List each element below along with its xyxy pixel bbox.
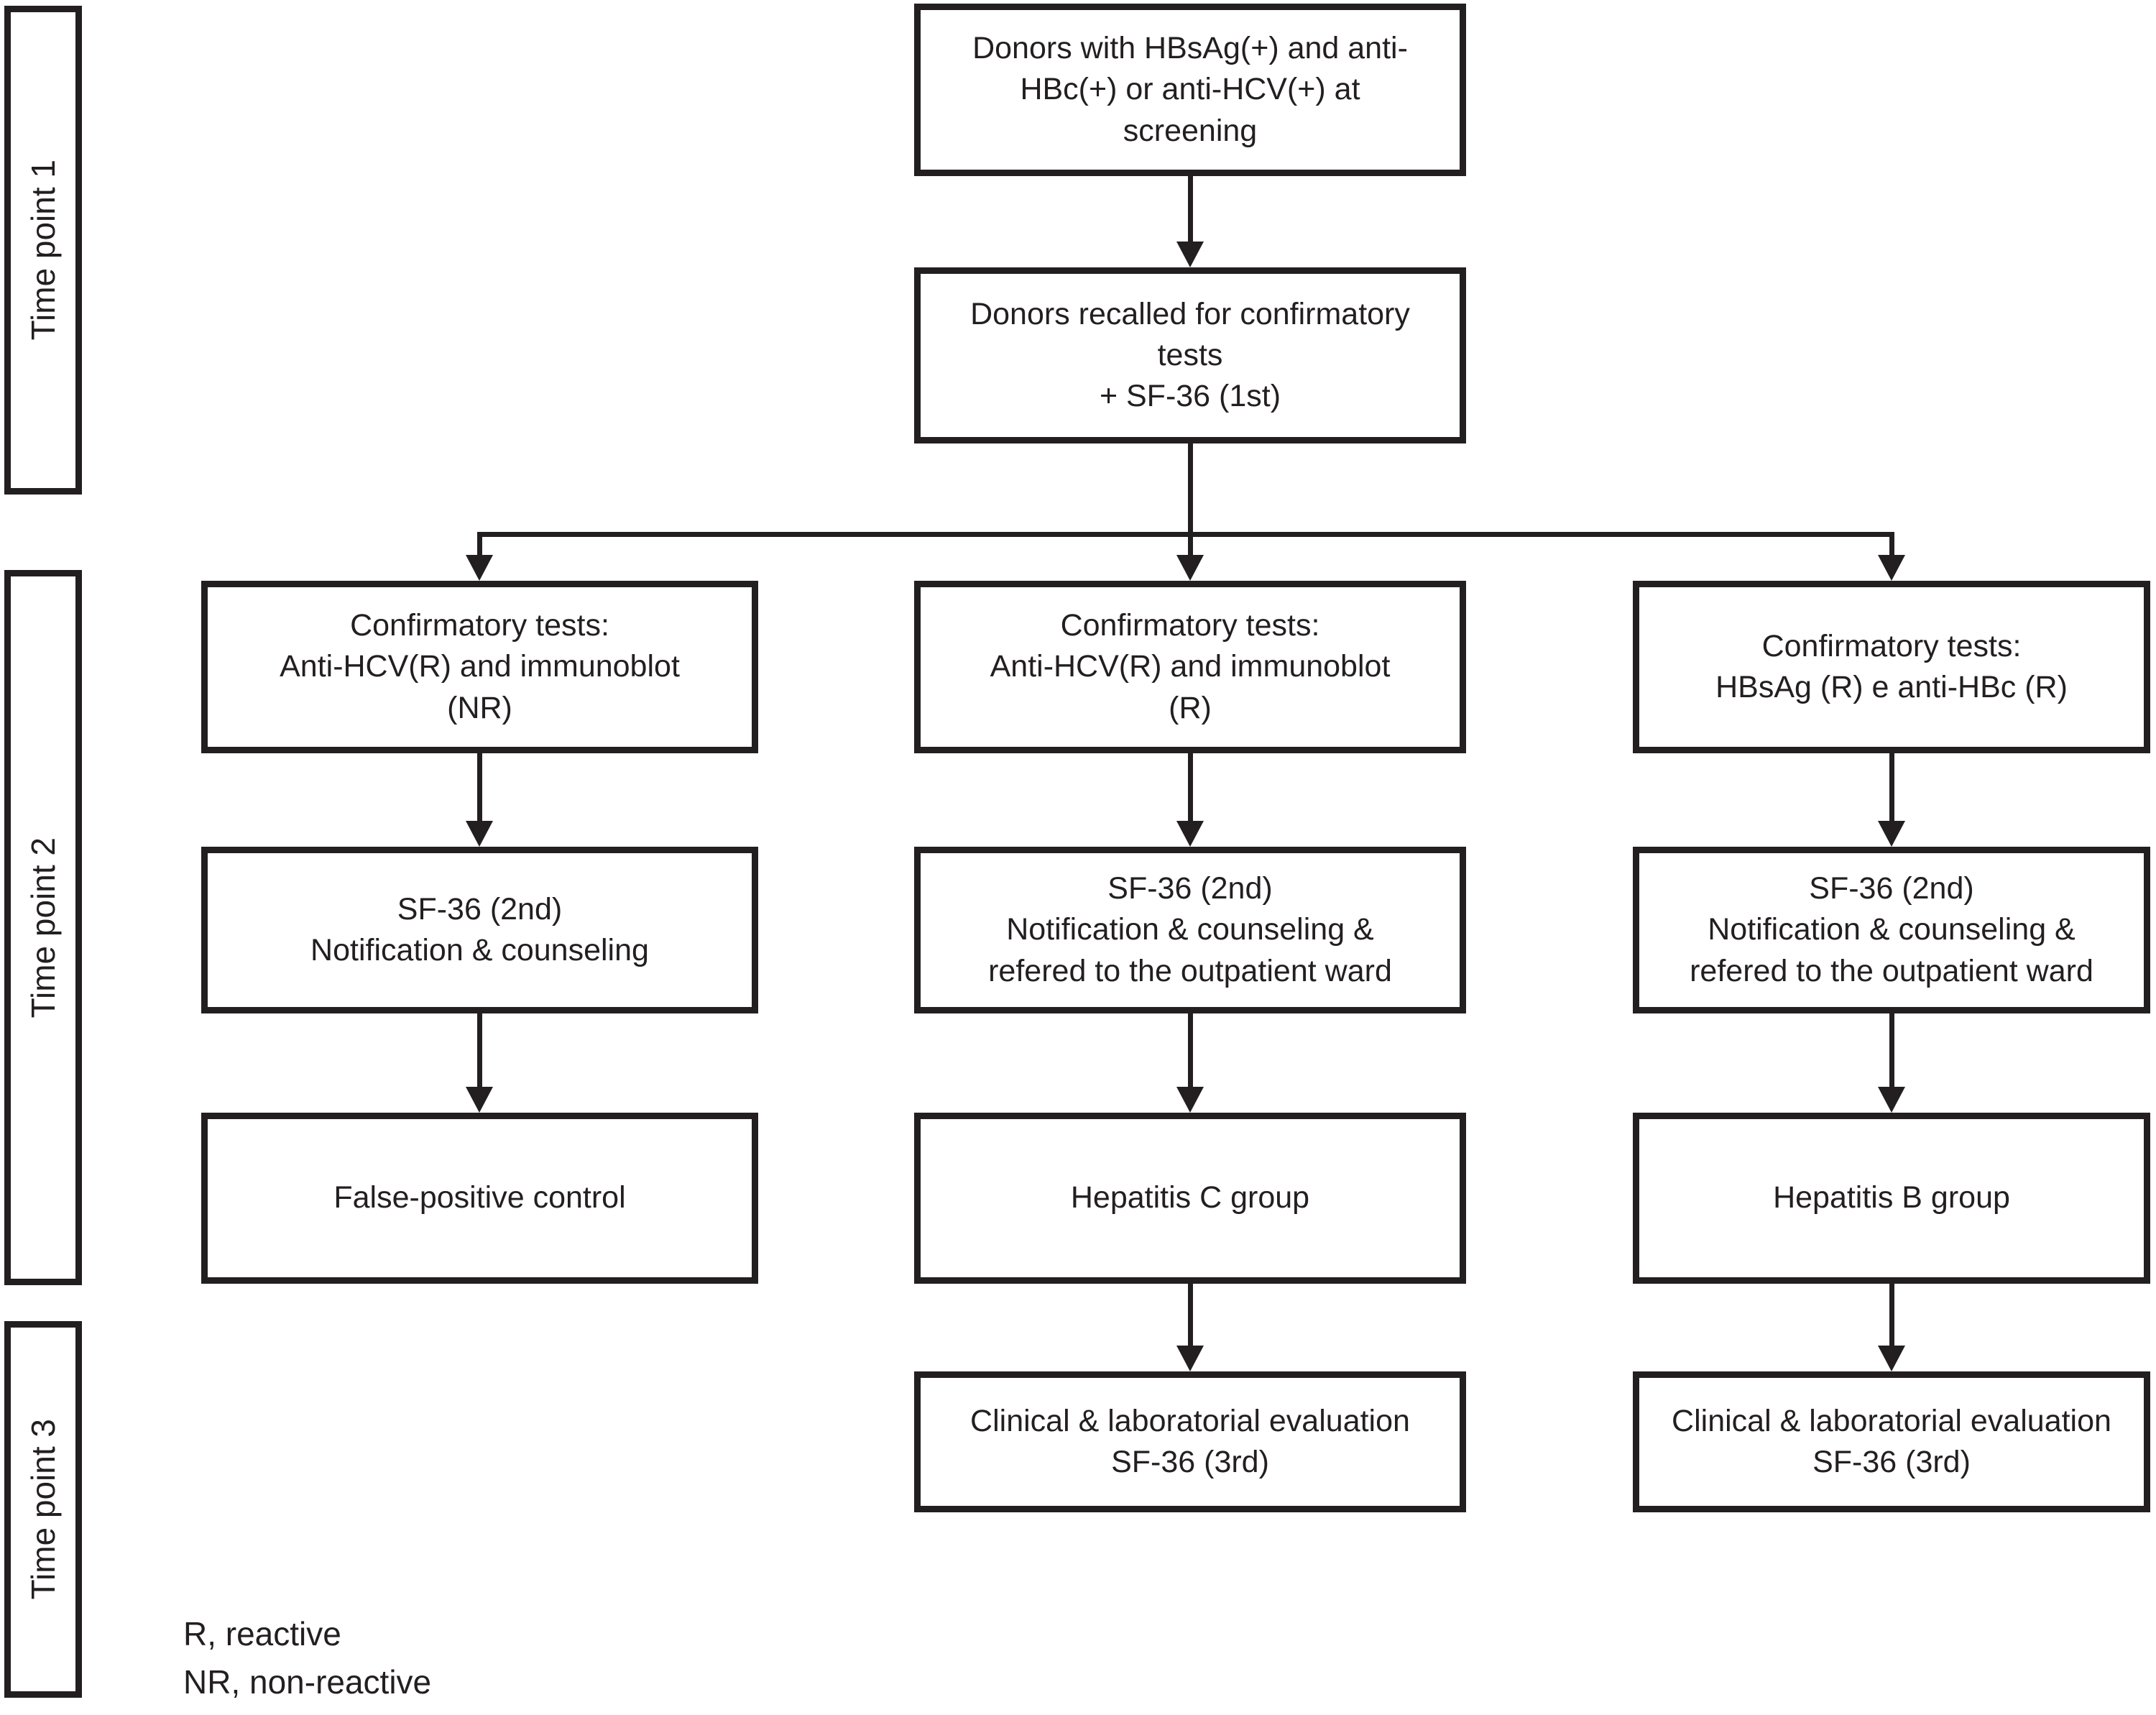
- legend-non-reactive: NR, non-reactive: [183, 1663, 432, 1701]
- arrow-screening-recall-head: [1176, 242, 1204, 267]
- timeline-box-2: Time point 2: [4, 570, 82, 1285]
- branch-right-stub: [1889, 532, 1894, 555]
- node-hepatitis-c-group: Hepatitis C group: [914, 1113, 1466, 1284]
- arrow-c3-d3-head: [1878, 821, 1905, 847]
- arrow-screening-recall-shaft: [1188, 176, 1193, 242]
- node-confirm-hcv-r-text: Confirmatory tests: Anti-HCV(R) and immu…: [990, 608, 1391, 725]
- node-false-positive-control: False-positive control: [201, 1113, 758, 1284]
- arrow-branch-center-head: [1176, 555, 1204, 581]
- node-sf36-outpatient-c: SF-36 (2nd) Notification & counseling & …: [914, 847, 1466, 1013]
- arrow-d1-e1-shaft: [477, 1013, 482, 1087]
- legend-reactive: R, reactive: [183, 1615, 341, 1652]
- timeline-label-2: Time point 2: [24, 837, 62, 1019]
- arrow-c1-d1-shaft: [477, 753, 482, 821]
- node-confirm-hcv-nr: Confirmatory tests: Anti-HCV(R) and immu…: [201, 581, 758, 753]
- node-false-positive-control-text: False-positive control: [333, 1180, 626, 1215]
- arrow-e2-f2-head: [1176, 1346, 1204, 1371]
- node-sf36-outpatient-b-text: SF-36 (2nd) Notification & counseling & …: [1690, 871, 2093, 988]
- node-eval-c-text: Clinical & laboratorial evaluation SF-36…: [970, 1403, 1410, 1479]
- timeline-box-1: Time point 1: [4, 6, 82, 495]
- arrow-d3-e3-shaft: [1889, 1013, 1894, 1087]
- node-hepatitis-c-group-text: Hepatitis C group: [1070, 1180, 1310, 1215]
- arrow-recall-branch-shaft: [1188, 443, 1193, 555]
- node-confirm-hbv-text: Confirmatory tests: HBsAg (R) e anti-HBc…: [1715, 628, 2068, 704]
- timeline-label-1: Time point 1: [24, 160, 62, 341]
- node-recall: Donors recalled for confirmatory tests +…: [914, 267, 1466, 443]
- legend: R, reactive NR, non-reactive: [183, 1610, 431, 1706]
- arrow-branch-right-head: [1878, 555, 1905, 581]
- arrow-c3-d3-shaft: [1889, 753, 1894, 821]
- arrow-d1-e1-head: [466, 1087, 493, 1113]
- arrow-d2-e2-shaft: [1188, 1013, 1193, 1087]
- node-sf36-outpatient-c-text: SF-36 (2nd) Notification & counseling & …: [988, 871, 1392, 988]
- timeline-label-3: Time point 3: [24, 1419, 62, 1600]
- node-confirm-hbv: Confirmatory tests: HBsAg (R) e anti-HBc…: [1633, 581, 2150, 753]
- arrow-c2-d2-shaft: [1188, 753, 1193, 821]
- arrow-c1-d1-head: [466, 821, 493, 847]
- branch-line: [479, 532, 1892, 537]
- node-sf36-outpatient-b: SF-36 (2nd) Notification & counseling & …: [1633, 847, 2150, 1013]
- node-confirm-hcv-nr-text: Confirmatory tests: Anti-HCV(R) and immu…: [280, 608, 680, 725]
- arrow-branch-left-head: [466, 555, 493, 581]
- branch-left-stub: [477, 532, 482, 555]
- node-eval-c: Clinical & laboratorial evaluation SF-36…: [914, 1371, 1466, 1512]
- node-hepatitis-b-group-text: Hepatitis B group: [1773, 1180, 2010, 1215]
- node-sf36-counseling: SF-36 (2nd) Notification & counseling: [201, 847, 758, 1013]
- arrow-e3-f3-shaft: [1889, 1284, 1894, 1346]
- node-recall-text: Donors recalled for confirmatory tests +…: [970, 296, 1410, 414]
- node-sf36-counseling-text: SF-36 (2nd) Notification & counseling: [310, 891, 649, 967]
- arrow-c2-d2-head: [1176, 821, 1204, 847]
- node-eval-b: Clinical & laboratorial evaluation SF-36…: [1633, 1371, 2150, 1512]
- arrow-e3-f3-head: [1878, 1346, 1905, 1371]
- arrow-d2-e2-head: [1176, 1087, 1204, 1113]
- arrow-e2-f2-shaft: [1188, 1284, 1193, 1346]
- node-hepatitis-b-group: Hepatitis B group: [1633, 1113, 2150, 1284]
- arrow-d3-e3-head: [1878, 1087, 1905, 1113]
- node-confirm-hcv-r: Confirmatory tests: Anti-HCV(R) and immu…: [914, 581, 1466, 753]
- node-screening-text: Donors with HBsAg(+) and anti- HBc(+) or…: [972, 31, 1408, 148]
- node-eval-b-text: Clinical & laboratorial evaluation SF-36…: [1672, 1403, 2111, 1479]
- node-screening: Donors with HBsAg(+) and anti- HBc(+) or…: [914, 4, 1466, 176]
- timeline-box-3: Time point 3: [4, 1321, 82, 1698]
